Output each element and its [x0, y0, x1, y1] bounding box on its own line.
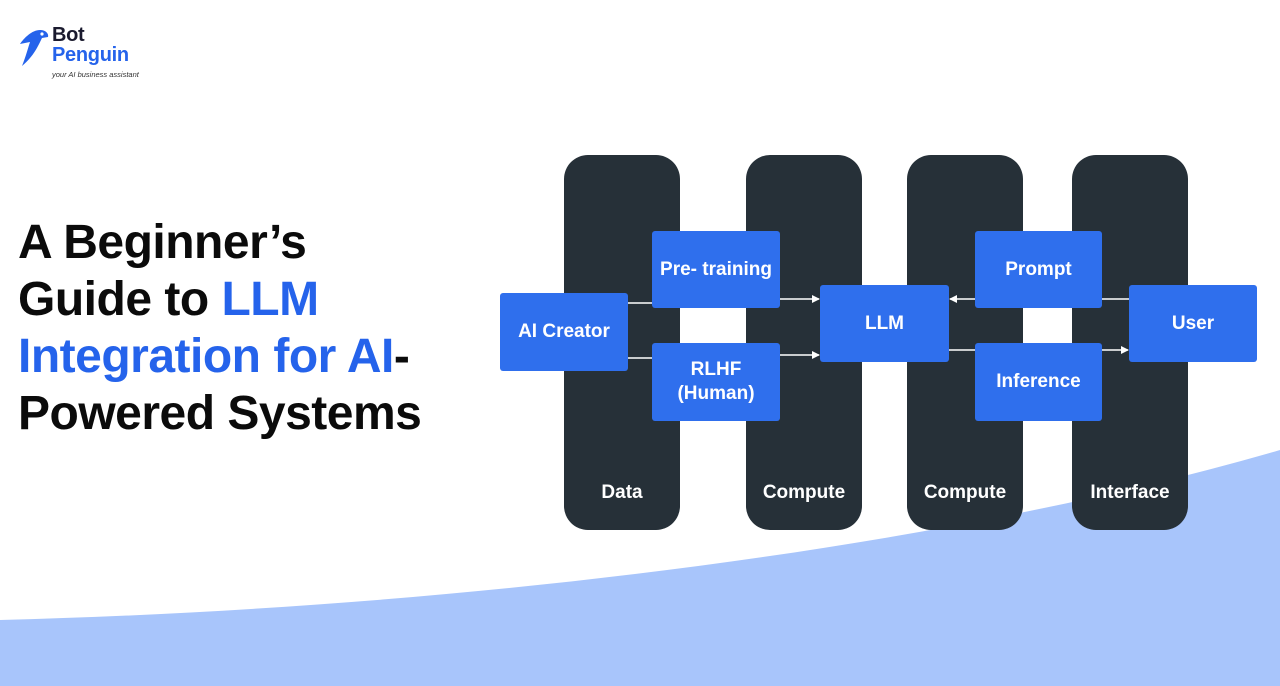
node-ai-creator: AI Creator — [500, 293, 628, 371]
node-rlhf: RLHF (Human) — [652, 343, 780, 421]
title-line-2-dark: Guide to — [18, 273, 222, 326]
title-line-2-blue: LLM — [221, 273, 319, 326]
node-prompt: Prompt — [975, 231, 1102, 308]
node-user: User — [1129, 285, 1257, 362]
penguin-logo-icon — [20, 30, 49, 66]
title-line-3-hyphen: - — [393, 330, 410, 383]
node-rlhf-line-1: RLHF — [690, 359, 742, 380]
title-line-4: Powered Systems — [18, 387, 422, 440]
node-inference: Inference — [975, 343, 1102, 421]
title-line-3: Integration for AI- — [18, 328, 488, 385]
column-label-compute-2: Compute — [923, 482, 1007, 503]
title-line-1: A Beginner’s — [18, 216, 307, 269]
node-pretraining: Pre- training — [652, 231, 780, 308]
column-label-data: Data — [601, 482, 643, 503]
logo-text-penguin: Penguin — [52, 44, 129, 66]
node-llm: LLM — [820, 285, 949, 362]
column-label-interface: Interface — [1090, 482, 1170, 503]
title-line-3-blue: Integration for AI — [18, 330, 394, 383]
logo: Bot Penguin your AI business assistant — [18, 24, 158, 84]
page-title: A Beginner’s Guide to LLM Integration fo… — [18, 214, 488, 442]
logo-tagline: your AI business assistant — [52, 70, 139, 79]
logo-text-bot: Bot — [52, 24, 85, 46]
column-label-compute-1: Compute — [762, 482, 846, 503]
title-line-2: Guide to LLM — [18, 271, 488, 328]
node-rlhf-line-2: (Human) — [677, 383, 755, 404]
